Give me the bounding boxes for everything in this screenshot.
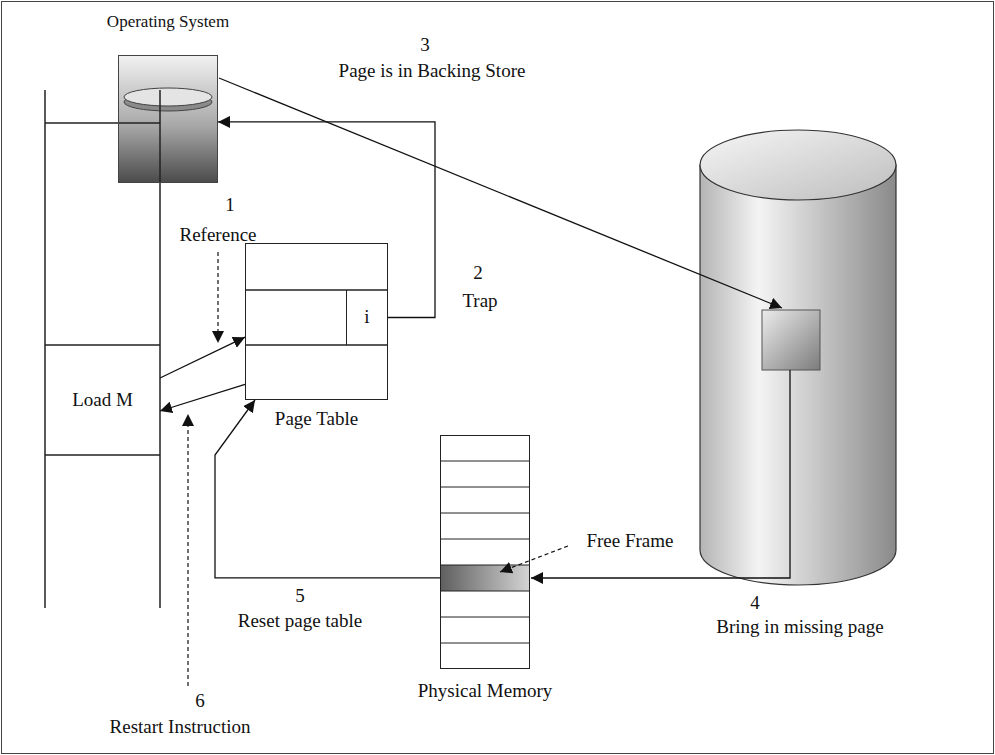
instruction-text: Load M — [72, 389, 133, 412]
program-column-line — [159, 90, 161, 608]
program-row-line — [45, 122, 160, 124]
callout-number: 4 — [750, 592, 760, 615]
step-label: Page is in Backing Store — [339, 60, 526, 83]
step-label: Trap — [462, 290, 497, 313]
free-frame-fill — [440, 565, 530, 591]
os-disk-top — [124, 88, 212, 106]
page-table-row-line — [245, 344, 388, 346]
reset-page-table-arrow — [215, 400, 440, 578]
callout-number: 5 — [295, 585, 305, 608]
os-icon: Operating System — [118, 55, 218, 183]
reference-leader — [217, 252, 218, 343]
physical-memory: Physical Memory — [440, 435, 530, 669]
page-table-caption: Page Table — [275, 408, 358, 431]
os-heading: Operating System — [107, 12, 229, 32]
page-table: Page Tablei — [245, 243, 388, 400]
valid-invalid-bit: i — [364, 306, 369, 329]
frame-label: Free Frame — [586, 530, 673, 553]
backing-store-disk-top — [700, 130, 896, 200]
callout-number: 6 — [195, 690, 205, 713]
program-column-line — [44, 90, 46, 608]
trap-arrow — [218, 122, 435, 318]
backing-store-disk — [700, 165, 896, 585]
step-label: Reference — [180, 224, 257, 247]
step-label: Bring in missing page — [716, 616, 883, 639]
step-label: Reset page table — [238, 610, 363, 633]
page-table-entry: i — [346, 290, 387, 345]
restart-arrow — [160, 384, 245, 411]
page-lookup-arrow — [219, 78, 782, 308]
memory-frame-lines — [440, 461, 530, 643]
free-frame-leader — [500, 546, 568, 572]
reference-arrow — [160, 337, 245, 378]
bring-in-arrow — [531, 370, 790, 578]
instruction-cell: Load M — [45, 345, 160, 455]
step-label: Restart Instruction — [110, 716, 251, 739]
callout-number: 3 — [420, 34, 430, 57]
callout-number: 1 — [225, 194, 235, 217]
stored-page — [762, 310, 820, 370]
callout-number: 2 — [473, 262, 483, 285]
memory-caption: Physical Memory — [418, 680, 553, 703]
program-row-line — [45, 454, 160, 456]
os-icon-fill — [118, 55, 218, 183]
restart-leader — [187, 414, 188, 686]
program-row-line — [45, 344, 160, 346]
